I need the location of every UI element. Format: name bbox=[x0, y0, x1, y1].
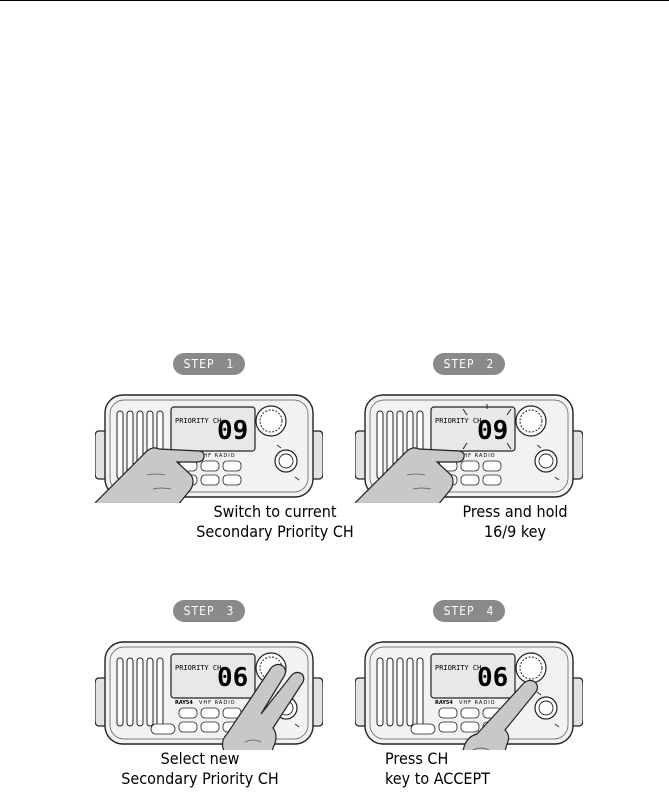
step-badge-number: 3 bbox=[226, 604, 235, 618]
caption-line-2: Secondary Priority CH bbox=[121, 769, 279, 788]
step-caption: Select new Secondary Priority CH bbox=[95, 749, 305, 789]
lcd-channel-number: 09 bbox=[477, 416, 508, 446]
step-badge-word: STEP bbox=[183, 357, 215, 371]
caption-line-1: Press CH bbox=[385, 749, 449, 768]
page-top-rule bbox=[0, 0, 669, 1]
step-4: STEP 4 PRIORITY CH 06 RAY54 VHF RADIO Pr… bbox=[355, 600, 665, 800]
caption-line-1: Press and hold bbox=[462, 502, 568, 521]
step-3: STEP 3 PRIORITY CH 06 RAY54 VHF RADIO Se… bbox=[95, 600, 405, 800]
step-2: STEP 2 PRIORITY CH 09 RAY54 VHF RADIO Pr… bbox=[355, 353, 665, 553]
caption-line-2: Secondary Priority CH bbox=[196, 522, 354, 541]
step-badge: STEP 4 bbox=[433, 600, 505, 622]
lcd-channel-number: 06 bbox=[217, 663, 248, 693]
model-label: VHF RADIO bbox=[459, 700, 496, 706]
step-badge-number: 1 bbox=[226, 357, 235, 371]
radio-illustration: PRIORITY CH 06 RAY54 VHF RADIO bbox=[355, 641, 583, 750]
step-badge-word: STEP bbox=[183, 604, 215, 618]
step-badge-number: 2 bbox=[486, 357, 495, 371]
caption-line-2: key to ACCEPT bbox=[385, 769, 490, 788]
lcd-channel-number: 09 bbox=[217, 416, 248, 446]
radio-illustration: PRIORITY CH 06 RAY54 VHF RADIO bbox=[95, 641, 323, 750]
model-label: VHF RADIO bbox=[199, 700, 236, 706]
step-caption: Press CH key to ACCEPT bbox=[385, 749, 535, 789]
radio-illustration: PRIORITY CH 09 RAY54 VHF RADIO bbox=[95, 394, 323, 503]
step-badge: STEP 2 bbox=[433, 353, 505, 375]
model-label: VHF RADIO bbox=[199, 453, 236, 459]
step-caption: Switch to current Secondary Priority CH bbox=[155, 502, 395, 542]
flashing-indicator-lines bbox=[462, 404, 512, 450]
step-badge-number: 4 bbox=[486, 604, 495, 618]
step-caption: Press and hold 16/9 key bbox=[415, 502, 615, 542]
lcd-mode-text: PRIORITY CH bbox=[435, 417, 481, 425]
step-badge-word: STEP bbox=[443, 357, 475, 371]
model-label: VHF RADIO bbox=[459, 453, 496, 459]
lcd-mode-text: PRIORITY CH bbox=[175, 664, 221, 672]
step-badge: STEP 1 bbox=[173, 353, 245, 375]
step-badge-word: STEP bbox=[443, 604, 475, 618]
caption-line-1: Switch to current bbox=[213, 502, 337, 521]
lcd-mode-text: PRIORITY CH bbox=[435, 664, 481, 672]
brand-label: RAY54 bbox=[175, 700, 193, 706]
step-badge: STEP 3 bbox=[173, 600, 245, 622]
caption-line-2: 16/9 key bbox=[483, 522, 547, 541]
caption-line-1: Select new bbox=[160, 749, 240, 768]
step-1: STEP 1 PRIORITY CH 09 RAY54 VHF RADIO Sw… bbox=[95, 353, 405, 553]
lcd-mode-text: PRIORITY CH bbox=[175, 417, 221, 425]
radio-illustration: PRIORITY CH 09 RAY54 VHF RADIO bbox=[355, 394, 583, 503]
lcd-channel-number: 06 bbox=[477, 663, 508, 693]
brand-label: RAY54 bbox=[435, 700, 453, 706]
